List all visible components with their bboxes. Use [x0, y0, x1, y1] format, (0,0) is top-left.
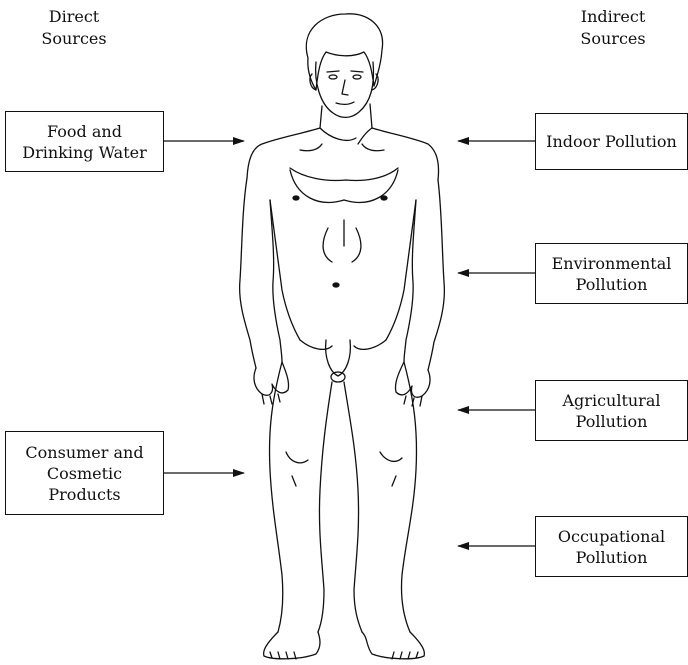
environmental-box-line-1: Environmental: [552, 253, 672, 274]
agricultural-pollution-box: Agricultural Pollution: [535, 380, 688, 441]
consumer-box-line-2: Cosmetic: [47, 463, 122, 484]
indoor-box-line-1: Indoor Pollution: [546, 131, 677, 152]
environmental-pollution-box: Environmental Pollution: [535, 243, 688, 304]
occupational-box-line-2: Pollution: [576, 547, 648, 568]
food-box-line-1: Food and: [47, 121, 122, 142]
food-and-drinking-water-box: Food and Drinking Water: [5, 111, 164, 172]
environmental-box-line-2: Pollution: [576, 274, 648, 295]
consumer-box-line-1: Consumer and: [25, 442, 143, 463]
occupational-box-line-1: Occupational: [558, 526, 665, 547]
human-body-figure: [240, 14, 445, 659]
food-box-line-2: Drinking Water: [22, 142, 146, 163]
indoor-pollution-box: Indoor Pollution: [535, 113, 688, 170]
occupational-pollution-box: Occupational Pollution: [535, 516, 688, 577]
consumer-box-line-3: Products: [48, 484, 120, 505]
agricultural-box-line-2: Pollution: [576, 411, 648, 432]
consumer-and-cosmetic-products-box: Consumer and Cosmetic Products: [5, 431, 164, 515]
agricultural-box-line-1: Agricultural: [563, 390, 661, 411]
